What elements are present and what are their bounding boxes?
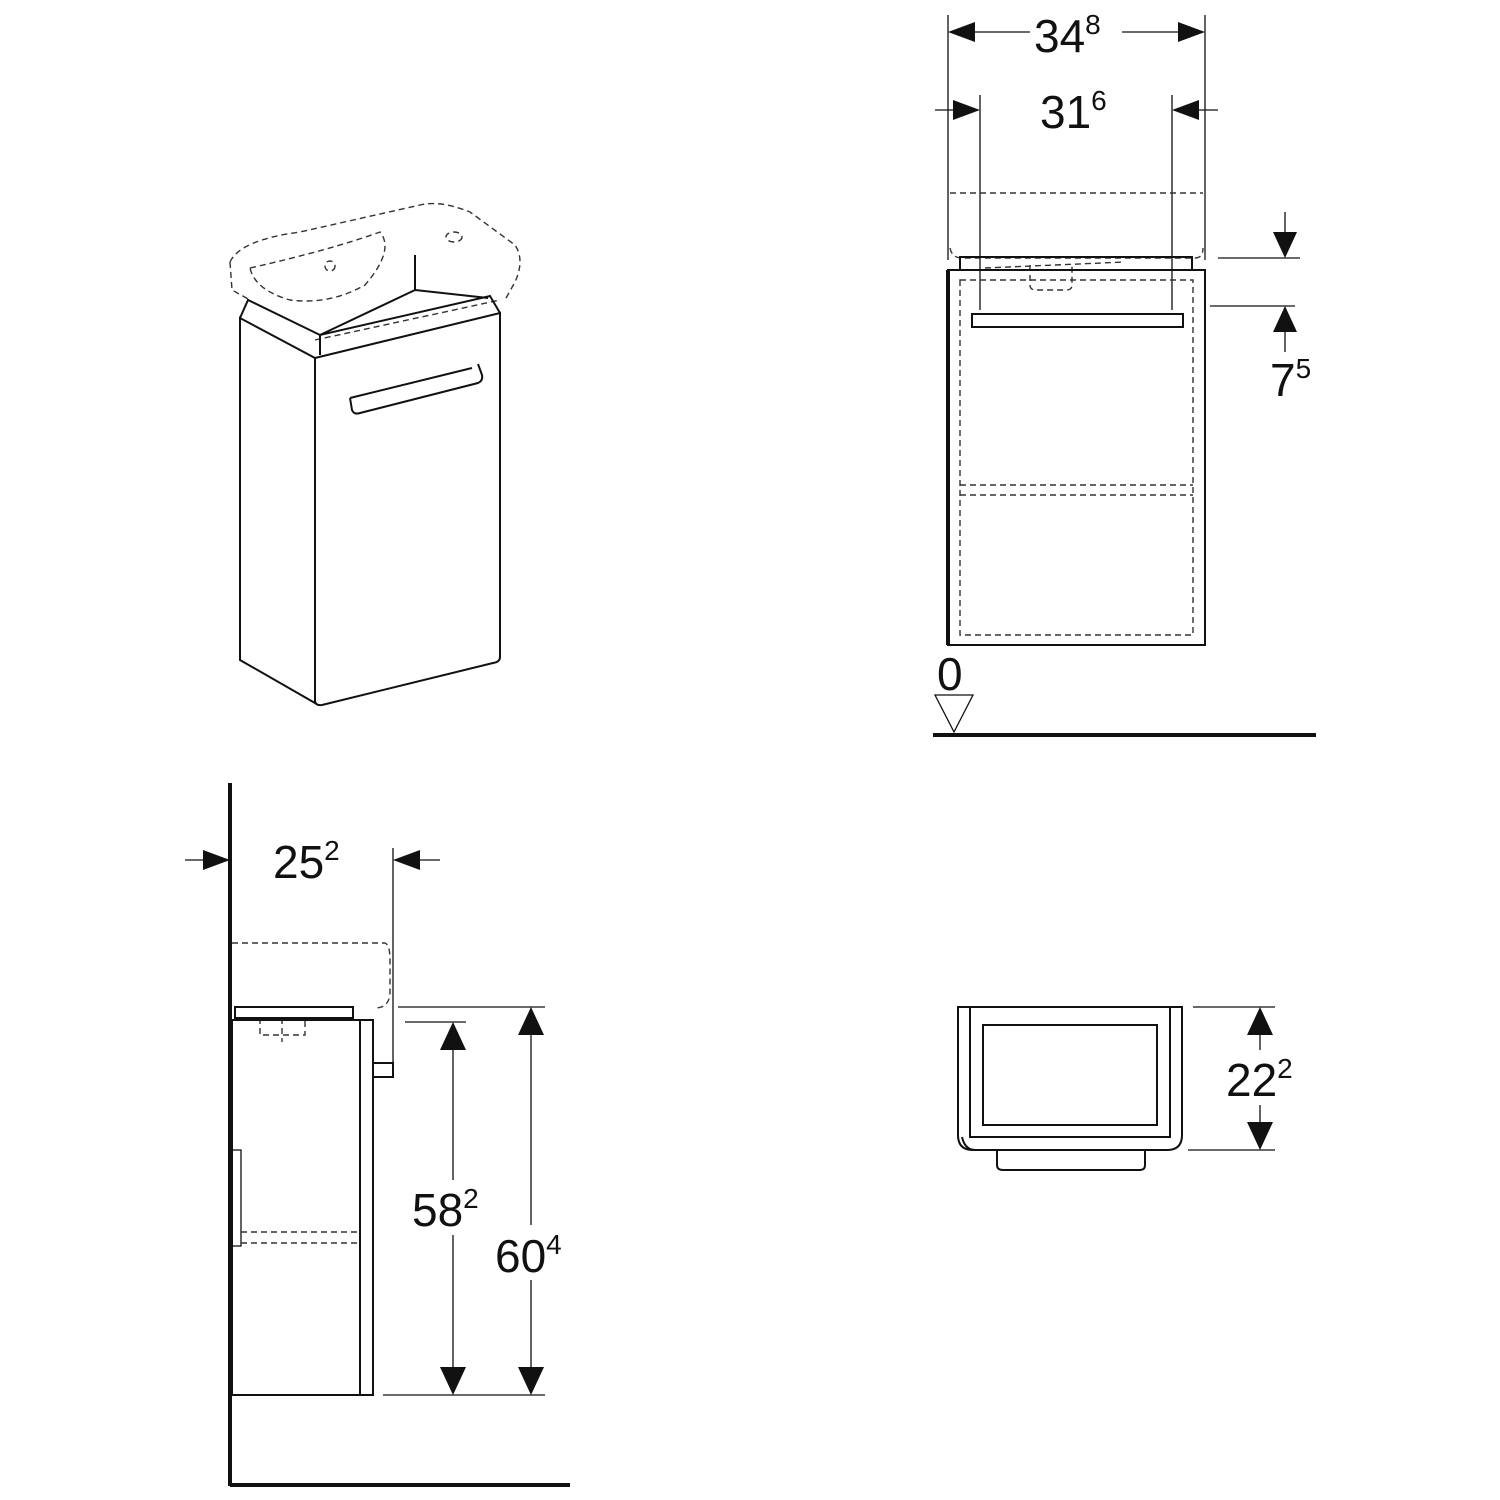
shelf xyxy=(241,1231,360,1244)
tap-hole xyxy=(445,231,463,243)
arrow xyxy=(1247,1122,1273,1150)
arrow xyxy=(203,850,230,870)
isometric-view xyxy=(229,202,521,707)
dim-overall-width: 348 xyxy=(1034,9,1101,62)
door xyxy=(359,1019,374,1396)
arrow xyxy=(1247,1007,1273,1035)
arrow xyxy=(518,1367,544,1395)
basin-bowl xyxy=(249,231,386,302)
dim-top-depth: 222 xyxy=(1226,1053,1293,1106)
floor-level-marker xyxy=(933,694,975,734)
handle xyxy=(971,313,1184,328)
floor-level-label: 0 xyxy=(937,648,963,700)
arrow xyxy=(948,22,975,42)
top-view: 222 xyxy=(957,1006,1293,1171)
arrow xyxy=(1172,100,1199,120)
arrow xyxy=(1178,22,1205,42)
dim-depth: 252 xyxy=(273,835,340,888)
arrow xyxy=(393,850,420,870)
arrow xyxy=(440,1022,466,1050)
arrow xyxy=(953,100,980,120)
cabinet-left-face xyxy=(239,316,316,705)
dim-body-height: 582 xyxy=(412,1183,479,1236)
cabinet-top xyxy=(239,255,501,355)
basin-opening xyxy=(982,1024,1158,1126)
dim-total-height: 604 xyxy=(495,1229,562,1282)
cabinet-body xyxy=(231,1019,361,1396)
side-view: 252 582 604 xyxy=(185,783,574,1487)
drain-hole xyxy=(324,260,336,272)
dim-handle-offset: 75 xyxy=(1270,353,1311,406)
dim-inner-width: 316 xyxy=(1040,85,1107,138)
arrow xyxy=(1273,306,1297,332)
front-view: 348 316 75 0 xyxy=(933,9,1316,737)
arrow xyxy=(1273,232,1297,258)
shelf xyxy=(960,484,1193,496)
basin-outline xyxy=(229,202,521,341)
cabinet-interior xyxy=(959,279,1194,636)
arrow xyxy=(440,1367,466,1395)
arrow xyxy=(518,1007,544,1035)
handle xyxy=(372,1062,394,1078)
cabinet-front-face xyxy=(314,311,501,707)
handle xyxy=(996,1150,1146,1171)
cabinet-outline xyxy=(957,1006,1183,1151)
worktop xyxy=(234,1006,354,1019)
hinge xyxy=(231,1149,242,1247)
handle xyxy=(349,363,484,415)
basin-outline xyxy=(949,192,1204,291)
basin-outline xyxy=(232,942,391,1042)
